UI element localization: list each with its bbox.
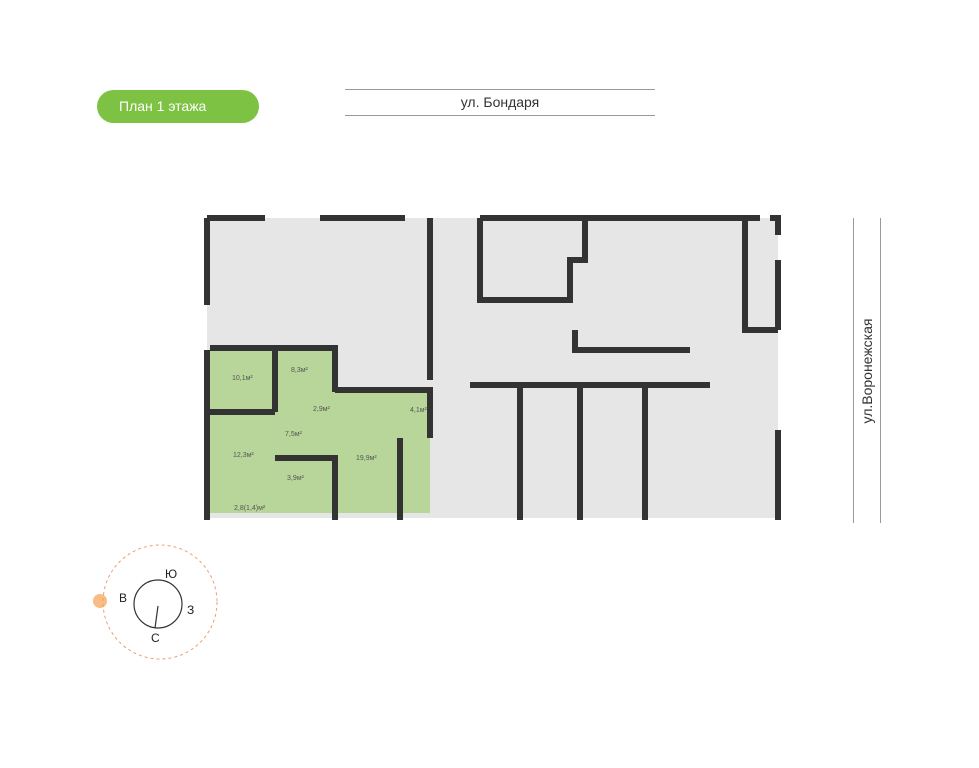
walls	[204, 215, 781, 520]
room-area: 2,8(1,4)м²	[234, 505, 266, 512]
compass-east: В	[119, 591, 127, 605]
compass-north: С	[151, 631, 160, 645]
compass-west: З	[187, 603, 194, 617]
room-area: 4,1м²	[410, 407, 428, 414]
compass-south: Ю	[165, 567, 177, 581]
room-area: 19,9м²	[356, 455, 377, 462]
compass: Ю В З С	[93, 544, 218, 660]
room-area: 8,3м²	[291, 367, 309, 374]
room-area: 10,1м²	[232, 375, 253, 382]
floor-badge: План 1 этажа	[97, 90, 259, 123]
room-area: 3,9м²	[287, 475, 305, 482]
room-area: 2,9м²	[313, 406, 331, 413]
street-label-top: ул. Бондаря	[345, 89, 655, 116]
street-label-right: ул.Воронежская	[853, 218, 881, 523]
room-area: 12,3м²	[233, 452, 254, 459]
sun-icon	[93, 594, 107, 608]
room-area: 7,5м²	[285, 431, 303, 438]
